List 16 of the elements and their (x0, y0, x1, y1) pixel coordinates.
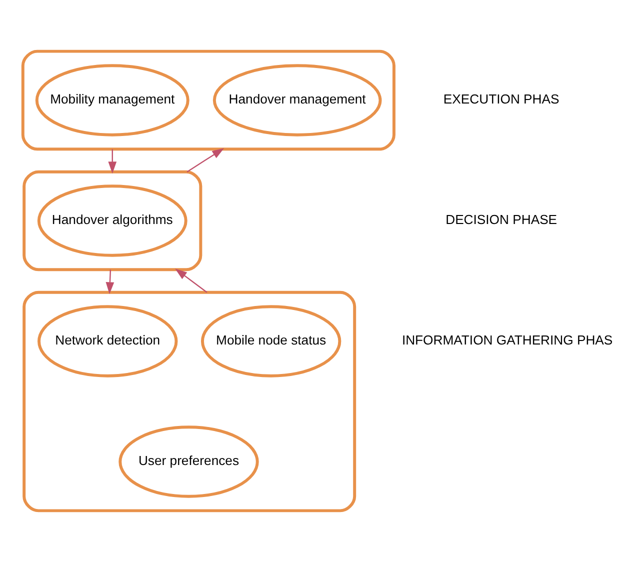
node-ellipse: User preferences (118, 425, 259, 498)
node-ellipse: Mobility management (35, 64, 190, 136)
cluster (22, 290, 356, 512)
cluster (22, 170, 202, 271)
node-ellipse: Handover management (212, 64, 382, 136)
cluster (21, 49, 396, 150)
arrow (108, 148, 117, 174)
node-ellipse: Network detection (38, 304, 178, 377)
label: DECISION PHASE (446, 212, 558, 227)
arrow (175, 268, 208, 292)
node-ellipse: Handover algorithms (37, 184, 188, 256)
label: EXECUTION PHAS (443, 91, 560, 106)
node-ellipse: Mobile node status (200, 304, 342, 377)
arrow (106, 269, 114, 294)
label: INFORMATION GATHERING PHAS (402, 332, 613, 348)
arrow (186, 148, 224, 172)
